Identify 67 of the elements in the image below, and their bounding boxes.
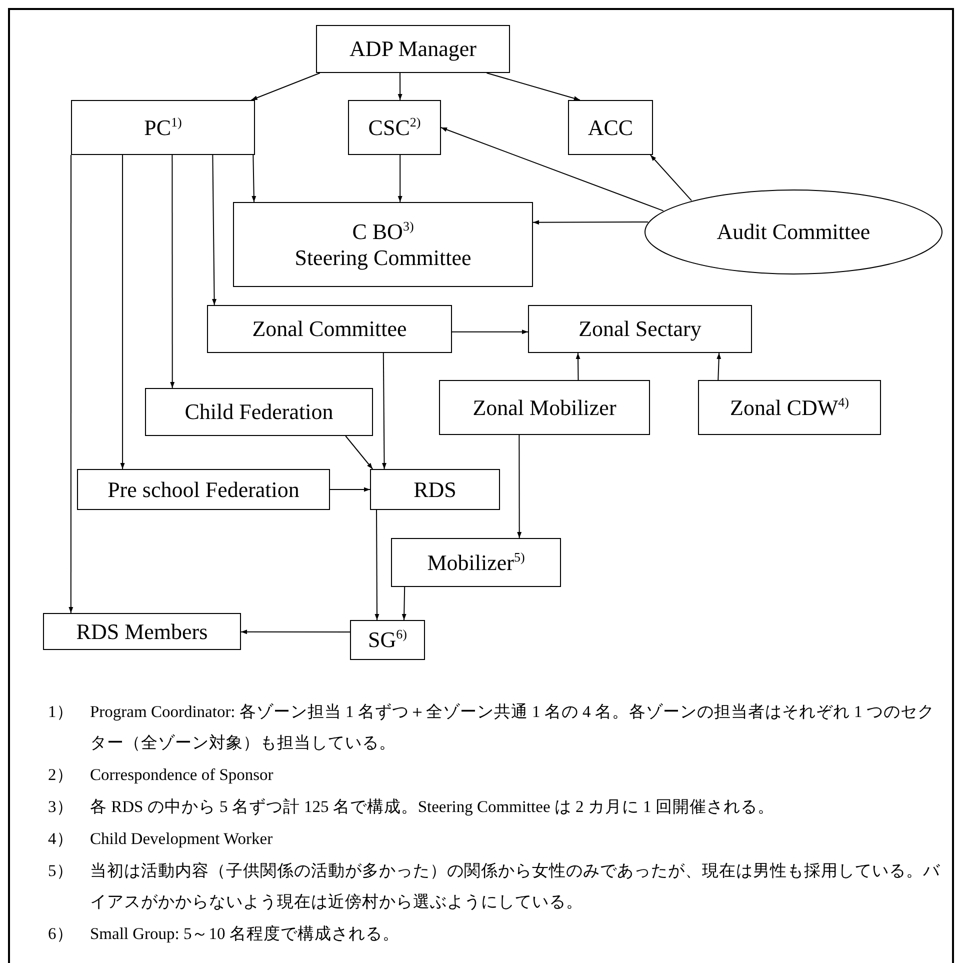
node-label: Pre school Federation xyxy=(108,476,300,502)
org-box xyxy=(698,380,881,435)
committee-ellipse xyxy=(644,189,943,275)
arrow xyxy=(398,154,402,202)
org-box xyxy=(370,469,500,510)
org-box xyxy=(233,202,533,287)
node-label: Mobilizer$^{5)}$ xyxy=(427,550,525,576)
footnote-number: 6） xyxy=(48,923,74,945)
node-label: SG$^{6)}$ xyxy=(368,627,407,653)
node-label: RDS xyxy=(414,476,456,502)
arrow xyxy=(240,630,350,634)
node-label: Steering Committee xyxy=(294,244,472,270)
arrow xyxy=(452,330,528,334)
arrow xyxy=(402,586,406,620)
node-label: Zonal Mobilizer xyxy=(472,394,616,420)
arrow xyxy=(330,487,370,492)
org-box xyxy=(316,25,510,73)
node-label: Child Federation xyxy=(184,399,334,425)
arrow xyxy=(345,436,374,470)
arrow xyxy=(398,72,402,100)
org-box xyxy=(43,613,241,650)
arrow xyxy=(250,72,320,100)
arrow xyxy=(486,72,580,100)
node-label: ADP Manager xyxy=(350,36,476,62)
node-label: Zonal Committee xyxy=(252,316,407,342)
footnote-number: 2） xyxy=(48,764,74,786)
footnote-text: 各 RDS の中から 5 名ずつ計 125 名で構成。Steering Committee は 2 カ月に 1 回開催される。 xyxy=(90,796,776,818)
footnote-text: 当初は活動内容（子供関係の活動が多かった）の関係から女性のみであったが、現在は男性も採用している。バイアスがかからないよう現在は近傍村から選ぶようにしている。 xyxy=(90,860,941,913)
arrow xyxy=(382,352,386,470)
org-box xyxy=(77,469,330,510)
footnote-number: 1） xyxy=(48,701,74,723)
node-label: ACC xyxy=(588,114,634,140)
node-label: PC$^{1)}$ xyxy=(144,114,182,140)
node-label: C BO$^{3)}$ xyxy=(352,219,414,244)
org-box xyxy=(207,305,452,353)
org-box xyxy=(71,100,255,155)
org-box xyxy=(348,100,441,155)
node-label: RDS Members xyxy=(76,618,208,644)
org-box xyxy=(391,538,561,587)
arrow xyxy=(68,154,74,614)
org-box xyxy=(145,388,373,436)
footnote-text: Child Development Worker xyxy=(90,828,274,850)
arrow xyxy=(650,154,692,202)
node-label: CSC$^{2)}$ xyxy=(368,114,421,140)
node-label: Zonal CDW$^{4)}$ xyxy=(730,394,849,420)
footnote-text: Small Group: 5～10 名程度で構成される。 xyxy=(90,923,400,945)
arrow xyxy=(170,154,175,388)
arrow xyxy=(212,154,217,306)
arrow xyxy=(576,352,580,380)
footnote-number: 3） xyxy=(48,796,74,818)
org-box xyxy=(528,305,752,353)
footnote-text: Correspondence of Sponsor xyxy=(90,764,274,786)
org-box xyxy=(350,620,425,660)
arrow xyxy=(440,127,664,212)
org-box xyxy=(439,380,650,435)
arrow xyxy=(517,434,522,538)
footnote-text: Program Coordinator: 各ゾーン担当 1 名ずつ＋全ゾーン共通 1 名の 4 名。各ゾーンの担当者はそれぞれ 1 つのセクター（全ゾーン対象）も担当している。 xyxy=(90,701,936,754)
org-box xyxy=(568,100,653,155)
arrow xyxy=(120,154,125,470)
arrow xyxy=(252,154,256,202)
footnote-number: 5） xyxy=(48,860,74,882)
arrow xyxy=(374,510,380,620)
footnote-number: 4） xyxy=(48,828,74,850)
arrow xyxy=(532,220,649,225)
node-label: Zonal Sectary xyxy=(578,316,702,342)
arrow xyxy=(716,352,722,380)
node-label: Audit Committee xyxy=(716,219,870,245)
